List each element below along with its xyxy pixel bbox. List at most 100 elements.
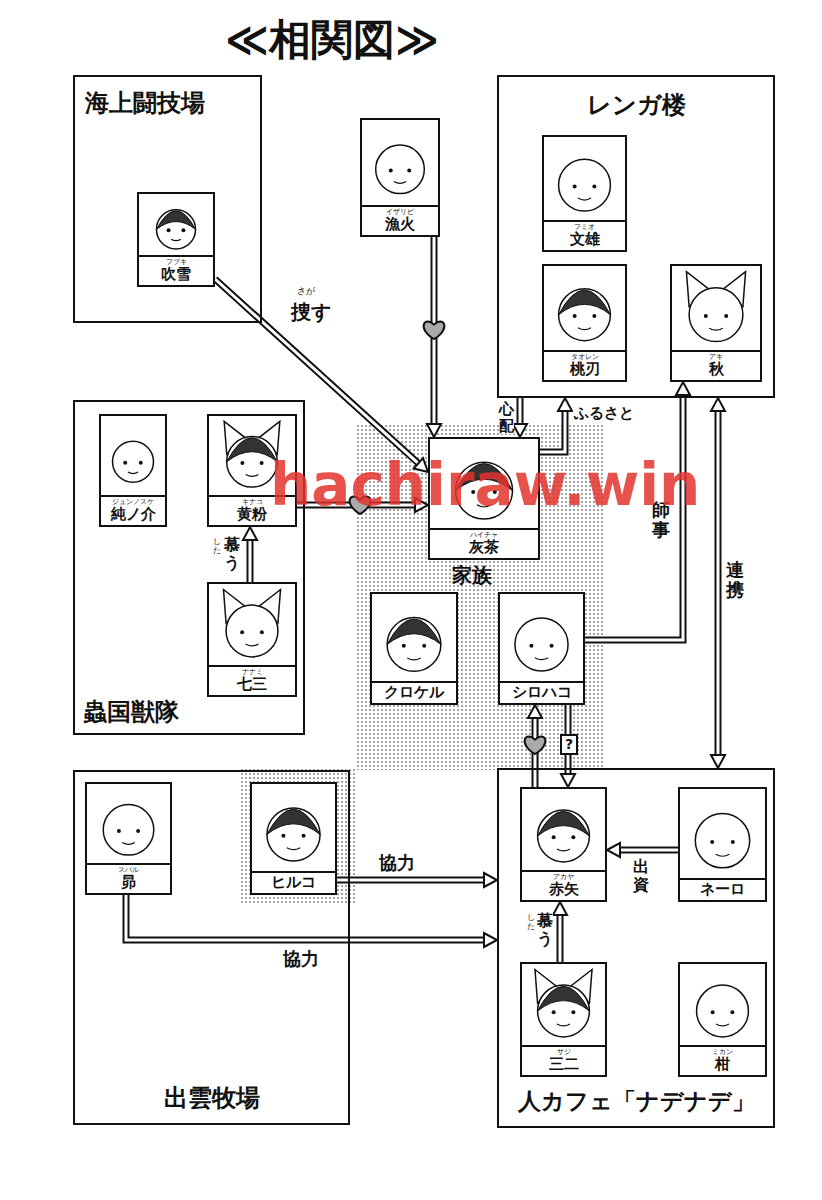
character-card: ネーロ <box>678 787 767 902</box>
connector <box>215 279 428 472</box>
connector-outline <box>517 398 524 424</box>
character-card: スバル昴 <box>85 782 172 895</box>
edge-label: 慕う <box>537 912 553 947</box>
name-strip: クロケル <box>372 681 456 703</box>
name-strip: スバル昴 <box>87 863 170 893</box>
portrait <box>209 584 295 665</box>
face <box>226 605 278 657</box>
character-name: 昴 <box>89 874 168 891</box>
portrait <box>101 416 165 495</box>
name-strip: アキ秋 <box>672 350 760 380</box>
eye <box>704 314 708 318</box>
portrait <box>139 194 213 255</box>
connector-core <box>126 895 484 940</box>
furigana: さが <box>297 287 315 297</box>
character-card: ミカン柑 <box>678 962 767 1077</box>
group-box: 海上闘技場フブキ吹雪 <box>73 75 262 323</box>
character-card: フミオ文雄 <box>542 135 627 252</box>
eye <box>573 314 577 318</box>
name-strip: フブキ吹雪 <box>139 255 213 285</box>
face <box>113 441 154 482</box>
eye <box>711 1010 715 1014</box>
character-card: サジ三二 <box>520 962 607 1077</box>
character-card: アキ秋 <box>670 264 762 382</box>
connector-outline <box>126 895 484 940</box>
portrait <box>522 964 605 1045</box>
character-name: 文雄 <box>546 231 623 248</box>
character-card: ヒルコ <box>250 782 337 895</box>
name-strip: ネーロ <box>680 878 765 900</box>
eye <box>724 314 728 318</box>
eye <box>552 835 556 839</box>
edge-label: 協力 <box>378 852 416 874</box>
arrowhead <box>711 755 725 768</box>
character-name: 吹雪 <box>141 266 211 283</box>
furigana: ジュンノスケ <box>103 498 163 506</box>
eye <box>571 1010 575 1014</box>
face <box>695 813 749 867</box>
character-name: 七三 <box>211 676 293 693</box>
face <box>103 805 154 856</box>
arrowhead <box>553 902 567 915</box>
furigana: フブキ <box>141 258 211 266</box>
connector <box>525 705 546 787</box>
face <box>156 210 195 249</box>
mouth <box>709 328 722 330</box>
eye <box>139 461 143 465</box>
arrowhead <box>558 398 572 411</box>
arrowhead <box>243 527 257 540</box>
eye <box>731 840 735 844</box>
group-heading: 海上闘技場 <box>85 89 205 118</box>
name-strip: サジ三二 <box>522 1045 605 1075</box>
face <box>697 985 749 1037</box>
character-card: イザリビ漁火 <box>360 118 440 237</box>
portrait <box>522 789 605 870</box>
portrait <box>252 784 335 871</box>
character-name: 灰茶 <box>432 539 536 556</box>
name-strip: ジュンノスケ純ノ介 <box>101 495 165 525</box>
connector-outline <box>557 915 564 962</box>
connector <box>126 895 497 947</box>
connector-core <box>717 411 720 755</box>
connector <box>243 527 257 582</box>
character-name: 純ノ介 <box>103 506 163 523</box>
face <box>227 437 278 488</box>
hair <box>559 290 611 315</box>
mouth <box>287 848 300 850</box>
eye <box>571 835 575 839</box>
eye <box>123 461 127 465</box>
eye <box>260 630 264 634</box>
hair <box>538 811 590 836</box>
mouth <box>394 181 406 183</box>
edge-label: 連携 <box>726 560 744 600</box>
eye <box>240 630 244 634</box>
portrait <box>362 120 438 205</box>
character-card: タオレン桃刃 <box>542 264 627 382</box>
face <box>559 289 611 341</box>
arrowhead <box>676 382 690 395</box>
connector-core <box>540 411 565 452</box>
heart-symbol <box>424 322 445 339</box>
connector-outline <box>620 847 678 854</box>
name-strip: イザリビ漁火 <box>362 205 438 235</box>
group-box: レンガ楼フミオ文雄タオレン桃刃アキ秋 <box>497 75 775 398</box>
eye <box>281 834 285 838</box>
eye <box>407 169 411 173</box>
eye <box>240 461 244 465</box>
arrowhead <box>513 424 527 437</box>
edge-label: 慕う <box>224 536 240 571</box>
furigana: ナナミ <box>211 668 293 676</box>
furigana: ミカン <box>682 1048 763 1056</box>
mouth <box>716 854 730 856</box>
eye <box>592 314 596 318</box>
connector-core <box>559 915 562 962</box>
furigana: アキ <box>674 353 758 361</box>
mouth <box>578 198 591 200</box>
watermark: hachiraw.win <box>270 452 700 519</box>
face <box>559 159 611 211</box>
mouth <box>171 239 181 240</box>
eye <box>550 644 554 648</box>
character-card: ナナミ七三 <box>207 582 297 697</box>
name-strip: シロハコ <box>500 681 583 703</box>
